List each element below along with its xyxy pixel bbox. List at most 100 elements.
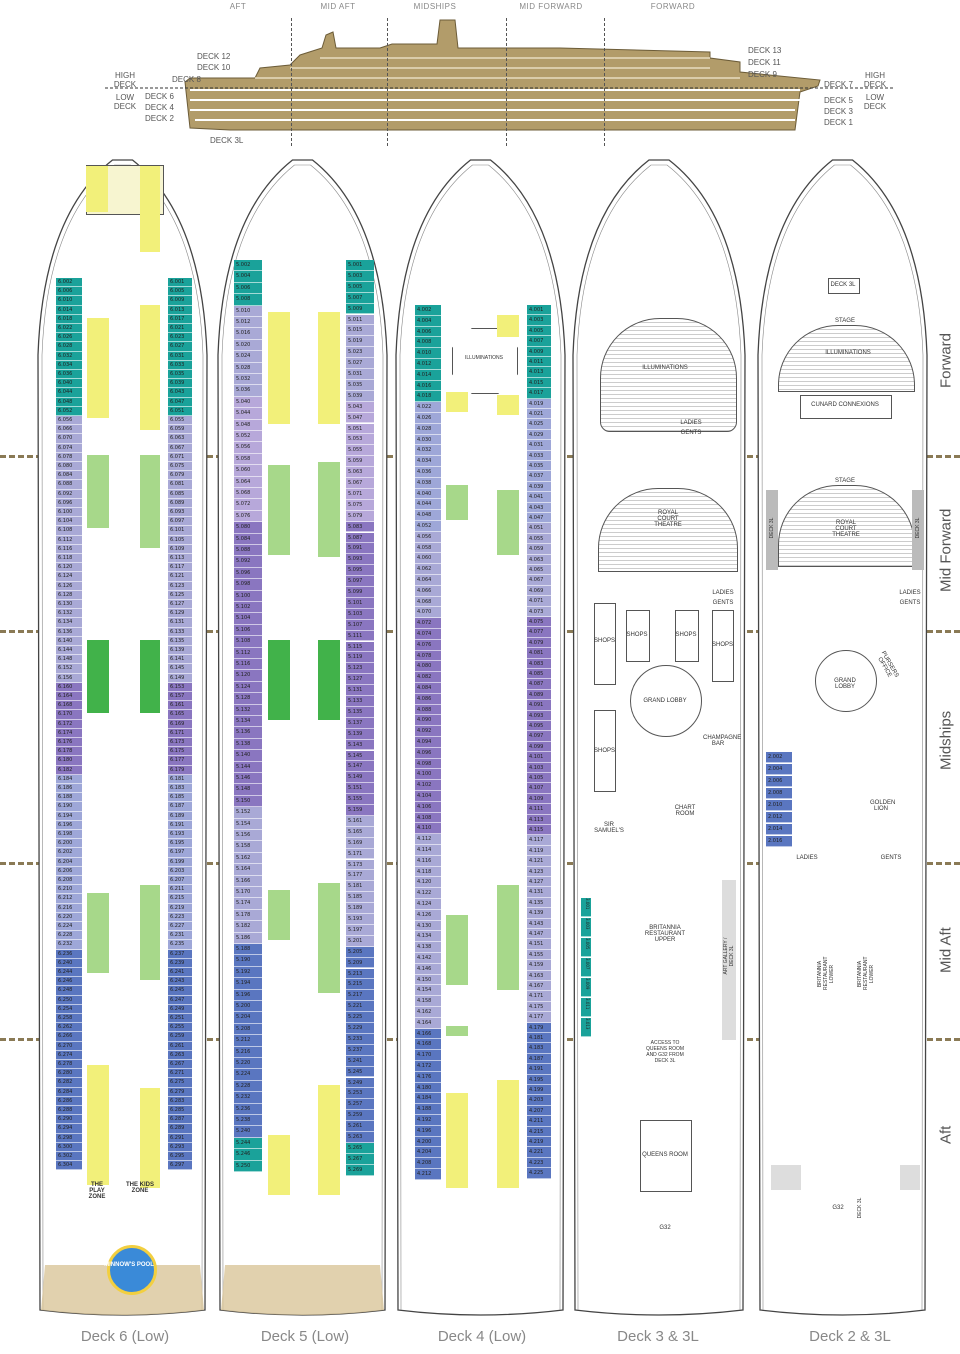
cabin: 6.141 — [168, 655, 192, 665]
cabin: 5.127 — [346, 674, 374, 686]
cabin: 5.006 — [234, 282, 262, 295]
cabin: 6.295 — [168, 1152, 192, 1162]
cabin: 6.052 — [56, 406, 82, 416]
cabin: 5.186 — [234, 932, 262, 944]
cabin: 4.028 — [415, 423, 441, 435]
cabin: 4.105 — [527, 773, 551, 784]
cabin: 5.047 — [346, 412, 374, 424]
cabin: 5.249 — [346, 1077, 374, 1089]
cabin: 6.059 — [168, 425, 192, 435]
cabin: 4.065 — [527, 565, 551, 576]
cabin: 4.203 — [527, 1095, 551, 1106]
deck5-green-block-6 — [318, 883, 340, 993]
deck3-chart-room: CHART ROOM — [674, 805, 696, 817]
cabin: 5.233 — [346, 1033, 374, 1045]
cabin: 5.107 — [346, 619, 374, 631]
deck2-golden-lion: GOLDEN LION — [870, 800, 896, 812]
cabin: 5.150 — [234, 795, 262, 808]
cabin: 5.063 — [346, 467, 374, 478]
cabin: 3.013 — [581, 1018, 591, 1037]
cabin: 4.175 — [527, 1001, 551, 1013]
cabin: 4.166 — [415, 1028, 441, 1040]
deck5-green-block-3 — [268, 640, 290, 720]
deck4-yellow-block-4 — [446, 1093, 468, 1188]
cabin: 6.173 — [168, 738, 192, 748]
cabin: 6.285 — [168, 1106, 192, 1116]
cabin: 3.003 — [581, 918, 591, 937]
deck3-queens-room-label: QUEENS ROOM — [642, 1152, 688, 1158]
cabin: 6.261 — [168, 1041, 192, 1051]
cabin: 6.241 — [168, 968, 192, 978]
cabin: 5.019 — [346, 336, 374, 348]
cabin: 4.117 — [527, 835, 551, 846]
deck6-yellow-block-6 — [140, 166, 160, 252]
cabin: 6.005 — [168, 287, 192, 297]
cabin: 4.223 — [527, 1157, 551, 1169]
cabin: 4.108 — [415, 812, 441, 824]
cabin: 6.023 — [168, 333, 192, 343]
deck3-gents-1: GENTS — [680, 430, 702, 436]
cabin: 4.191 — [527, 1064, 551, 1075]
cabin: 6.232 — [56, 940, 82, 950]
cabin: 6.189 — [168, 811, 192, 821]
high-deck-right: HIGH DECK — [863, 71, 887, 89]
cabin: 5.162 — [234, 852, 262, 865]
cabin: 4.219 — [527, 1137, 551, 1148]
cabin: 6.289 — [168, 1124, 192, 1134]
cabin: 4.134 — [415, 931, 441, 943]
cabin: 5.146 — [234, 773, 262, 785]
cabin: 6.133 — [168, 627, 192, 637]
cabin: 2.006 — [766, 776, 792, 787]
cabin: 5.052 — [234, 431, 262, 443]
cabin: 6.039 — [168, 379, 192, 389]
cabin: 6.186 — [56, 784, 82, 794]
cabin: 6.022 — [56, 324, 82, 334]
cabin: 5.144 — [234, 761, 262, 773]
deck-label-3: DECK 3 — [824, 107, 853, 116]
cabin: 5.016 — [234, 328, 262, 340]
cabin: 4.084 — [415, 683, 441, 694]
cabin: 6.134 — [56, 618, 82, 628]
deck5-yellow-block-1 — [268, 312, 290, 424]
cabin: 6.048 — [56, 397, 82, 407]
cabin: 6.128 — [56, 590, 82, 600]
cabin: 6.290 — [56, 1115, 82, 1125]
cabin: 5.177 — [346, 870, 374, 882]
cabin: 5.009 — [346, 303, 374, 315]
deck3-access-label: ACCESS TO QUEENS ROOM AND G32 FROM DECK … — [645, 1040, 685, 1064]
cabin: 4.044 — [415, 499, 441, 511]
cabin: 6.212 — [56, 894, 82, 904]
cabin: 4.066 — [415, 585, 441, 597]
cabin: 6.293 — [168, 1142, 192, 1152]
cabin: 5.149 — [346, 772, 374, 784]
cabin: 5.201 — [346, 935, 374, 947]
deck2-britannia-lower-2: BRITANNIA RESTAURANT LOWER — [857, 956, 875, 990]
cabin: 4.048 — [415, 510, 441, 521]
cabin: 6.239 — [168, 958, 192, 968]
cabin: 6.284 — [56, 1087, 82, 1097]
cabin: 4.114 — [415, 845, 441, 856]
deck2-stage-1: STAGE — [835, 318, 855, 324]
cabin: 5.008 — [234, 294, 262, 306]
cabin: 6.216 — [56, 903, 82, 913]
deck6-green-block-6 — [140, 885, 160, 980]
cabin: 4.012 — [415, 359, 441, 370]
cabin: 4.150 — [415, 974, 441, 986]
cabin: 2.008 — [766, 788, 792, 799]
deck4-green-block-2 — [497, 490, 519, 555]
cabin: 6.123 — [168, 581, 192, 591]
cabin: 4.067 — [527, 575, 551, 586]
deck-label-4: DECK 4 — [145, 103, 174, 112]
cabin: 5.170 — [234, 887, 262, 899]
cabin: 6.006 — [56, 287, 82, 297]
cabin: 6.148 — [56, 655, 82, 665]
cabin: 4.058 — [415, 542, 441, 554]
cabin: 5.097 — [346, 576, 374, 587]
deck3-shops-1 — [594, 603, 616, 685]
cabin: 6.013 — [168, 305, 192, 315]
cabin: 6.117 — [168, 563, 192, 573]
cabin: 4.086 — [415, 693, 441, 705]
cabin: 5.165 — [346, 826, 374, 838]
cabin: 5.104 — [234, 613, 262, 625]
cabin: 6.297 — [168, 1161, 192, 1171]
